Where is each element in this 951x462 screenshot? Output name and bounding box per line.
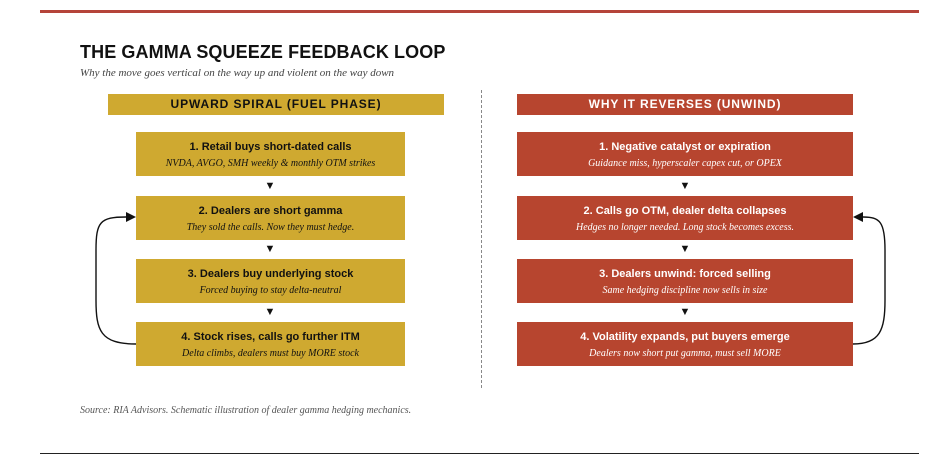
source-note: Source: RIA Advisors. Schematic illustra… (80, 405, 412, 416)
right-step-1-box: 1. Negative catalyst or expiration Guida… (517, 132, 853, 176)
right-step-3-box: 3. Dealers unwind: forced selling Same h… (517, 259, 853, 303)
right-step-1-title: 1. Negative catalyst or expiration (599, 141, 771, 153)
down-arrow-icon: ▼ (264, 243, 276, 255)
right-feedback-loop-arrow (852, 216, 886, 345)
left-step-2-box: 2. Dealers are short gamma They sold the… (136, 196, 405, 240)
right-step-4-title: 4. Volatility expands, put buyers emerge (580, 331, 790, 343)
right-step-4-box: 4. Volatility expands, put buyers emerge… (517, 322, 853, 366)
left-column-header: UPWARD SPIRAL (FUEL PHASE) (108, 94, 444, 115)
left-step-1-title: 1. Retail buys short-dated calls (189, 141, 352, 153)
right-column-header: WHY IT REVERSES (UNWIND) (517, 94, 853, 115)
bottom-rule (40, 453, 919, 454)
right-step-2-subtitle: Hedges no longer needed. Long stock beco… (576, 222, 794, 233)
page-subtitle: Why the move goes vertical on the way up… (80, 67, 395, 79)
right-step-3-subtitle: Same hedging discipline now sells in siz… (602, 285, 768, 296)
left-step-4-title: 4. Stock rises, calls go further ITM (181, 331, 360, 343)
left-step-4-subtitle: Delta climbs, dealers must buy MORE stoc… (182, 348, 359, 359)
right-step-3-title: 3. Dealers unwind: forced selling (599, 268, 771, 280)
left-step-2-title: 2. Dealers are short gamma (198, 205, 343, 217)
left-step-3-subtitle: Forced buying to stay delta-neutral (199, 285, 342, 296)
right-loop-arrowhead-icon (853, 212, 863, 222)
left-feedback-loop-arrow (95, 216, 137, 345)
left-step-1-box: 1. Retail buys short-dated calls NVDA, A… (136, 132, 405, 176)
down-arrow-icon: ▼ (679, 306, 691, 318)
right-step-4-subtitle: Dealers now short put gamma, must sell M… (589, 348, 781, 359)
left-step-3-box: 3. Dealers buy underlying stock Forced b… (136, 259, 405, 303)
left-loop-arrowhead-icon (126, 212, 136, 222)
column-divider (481, 90, 482, 388)
top-rule (40, 10, 919, 13)
down-arrow-icon: ▼ (264, 180, 276, 192)
left-step-2-subtitle: They sold the calls. Now they must hedge… (186, 222, 355, 233)
down-arrow-icon: ▼ (679, 180, 691, 192)
right-step-2-box: 2. Calls go OTM, dealer delta collapses … (517, 196, 853, 240)
right-step-2-title: 2. Calls go OTM, dealer delta collapses (583, 205, 787, 217)
left-step-4-box: 4. Stock rises, calls go further ITM Del… (136, 322, 405, 366)
left-step-3-title: 3. Dealers buy underlying stock (187, 268, 354, 280)
left-step-1-subtitle: NVDA, AVGO, SMH weekly & monthly OTM str… (165, 158, 376, 169)
page-title: THE GAMMA SQUEEZE FEEDBACK LOOP (80, 42, 446, 62)
down-arrow-icon: ▼ (264, 306, 276, 318)
right-step-1-subtitle: Guidance miss, hyperscaler capex cut, or… (588, 158, 782, 169)
down-arrow-icon: ▼ (679, 243, 691, 255)
